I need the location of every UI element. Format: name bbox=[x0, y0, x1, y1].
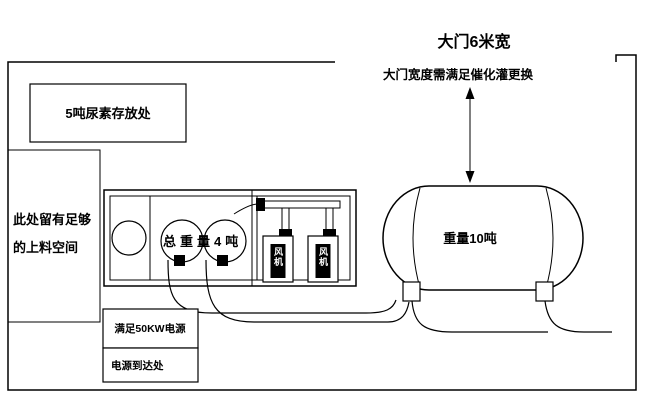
fan-label-1: 风机 bbox=[273, 247, 283, 267]
skid-inner-frame bbox=[109, 195, 351, 281]
fan-label-2: 风机 bbox=[318, 247, 328, 267]
fan-label-plate-2 bbox=[315, 244, 331, 278]
vessel-valve-2 bbox=[217, 255, 228, 266]
urea-storage-box bbox=[29, 83, 187, 143]
power-arrival-box bbox=[102, 347, 199, 383]
fan-label-plate-1 bbox=[270, 244, 286, 278]
equipment-skid: 总重量4吨 风机 风机 bbox=[103, 189, 357, 287]
room-outline bbox=[7, 54, 637, 391]
vessel-valve-1 bbox=[174, 255, 185, 266]
floor-pipe-2 bbox=[205, 259, 410, 323]
power-supply-label: 满足50KW电源 bbox=[114, 322, 186, 335]
power-supply-box bbox=[102, 308, 199, 349]
pipe-flange-1 bbox=[279, 229, 292, 236]
tank-leg-right bbox=[535, 281, 554, 302]
loading-space-region bbox=[8, 149, 101, 323]
loading-space-label-line1: 此处留有足够 bbox=[13, 212, 91, 227]
gate-width-arrow bbox=[465, 87, 475, 183]
skid-to-fan-elbow bbox=[233, 203, 259, 215]
gate-title: 大门6米宽 bbox=[438, 32, 511, 51]
floor-pipe-1 bbox=[167, 259, 397, 314]
floor-pipe-4 bbox=[544, 300, 612, 333]
fan-header-pipe bbox=[257, 200, 341, 209]
power-arrival-label: 电源到达处 bbox=[111, 359, 164, 372]
gate-note: 大门宽度需满足催化灌更换 bbox=[383, 67, 534, 82]
tank-seam-left bbox=[412, 187, 421, 289]
tank-weight-label: 重量10吨 bbox=[443, 231, 496, 246]
pump-circle bbox=[111, 220, 147, 256]
pipe-flange-left bbox=[256, 198, 265, 211]
tank-body bbox=[382, 185, 584, 291]
fan-box-1 bbox=[262, 235, 294, 283]
skid-weight-label: 总重量4吨 bbox=[163, 234, 242, 249]
urea-storage-label: 5吨尿素存放处 bbox=[65, 106, 151, 121]
loading-space-label-line2: 的上料空间 bbox=[13, 240, 78, 255]
pipe-flange-2 bbox=[323, 229, 336, 236]
gate-arrow-head-down bbox=[465, 171, 475, 183]
gate-arrow-head-up bbox=[465, 87, 475, 99]
floor-piping bbox=[167, 259, 612, 333]
tank-seam-right bbox=[545, 187, 554, 289]
floor-pipe-3 bbox=[411, 300, 548, 333]
tank-leg-left bbox=[402, 281, 421, 302]
storage-tank: 重量10吨 bbox=[382, 185, 584, 302]
skid-outer-frame bbox=[103, 189, 357, 287]
